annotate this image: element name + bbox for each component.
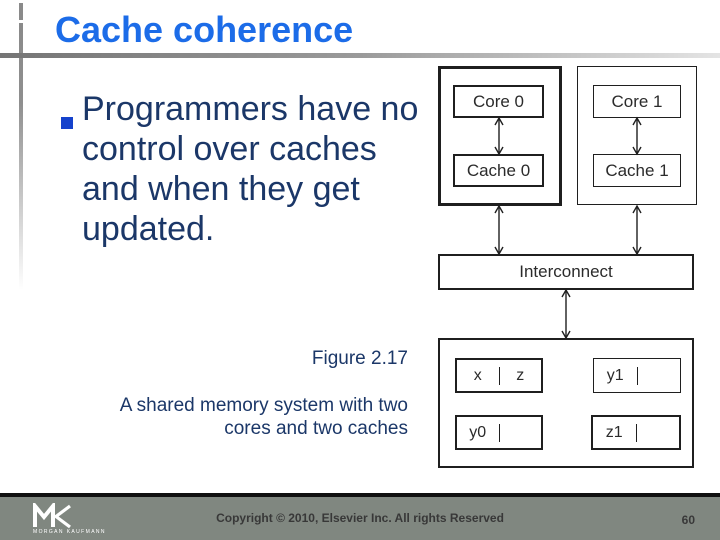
morgan-kaufmann-logo-text: MORGAN KAUFMANN <box>33 529 106 535</box>
figure-caption: A shared memory system with two cores an… <box>119 395 408 439</box>
footer-divider-line <box>0 493 720 497</box>
memory-location-y1: y1 <box>593 358 681 393</box>
core0-label: Core 0 <box>472 91 525 111</box>
copyright-text: Copyright © 2010, Elsevier Inc. All righ… <box>216 511 504 525</box>
arrow-processor1-interconnect <box>632 204 642 256</box>
cache0-box: Cache 0 <box>453 154 544 187</box>
morgan-kaufmann-logo-icon <box>33 503 71 529</box>
footer-band <box>0 497 720 540</box>
cache1-label: Cache 1 <box>605 160 669 180</box>
memory-cell-z1: z1 <box>593 423 637 442</box>
page-title: Cache coherence <box>55 9 354 50</box>
cache1-box: Cache 1 <box>593 154 681 187</box>
memory-cell-y1: y1 <box>594 366 638 385</box>
memory-cell-z: z <box>516 366 525 384</box>
page-number: 60 <box>681 513 695 527</box>
bullet-text: Programmers have no control over caches … <box>82 90 419 248</box>
core1-box: Core 1 <box>593 85 681 118</box>
memory-cell-y0: y0 <box>457 423 500 442</box>
title-underline <box>0 53 720 58</box>
left-accent-line <box>19 23 23 290</box>
arrow-processor0-interconnect <box>494 204 504 256</box>
interconnect-box: Interconnect <box>438 254 694 290</box>
core0-box: Core 0 <box>453 85 544 118</box>
left-accent-line-top <box>19 3 23 20</box>
memory-cell-x: x <box>457 366 500 385</box>
figure-label: Figure 2.17 <box>311 348 408 369</box>
memory-location-z1: z1 <box>591 415 681 450</box>
arrow-interconnect-memory <box>561 288 571 340</box>
interconnect-label: Interconnect <box>519 262 613 281</box>
core1-label: Core 1 <box>611 91 663 111</box>
memory-location-y0: y0 <box>455 415 543 450</box>
bullet-square-icon <box>61 117 73 129</box>
cache0-label: Cache 0 <box>466 160 531 180</box>
memory-location-x-z: x z <box>455 358 543 393</box>
